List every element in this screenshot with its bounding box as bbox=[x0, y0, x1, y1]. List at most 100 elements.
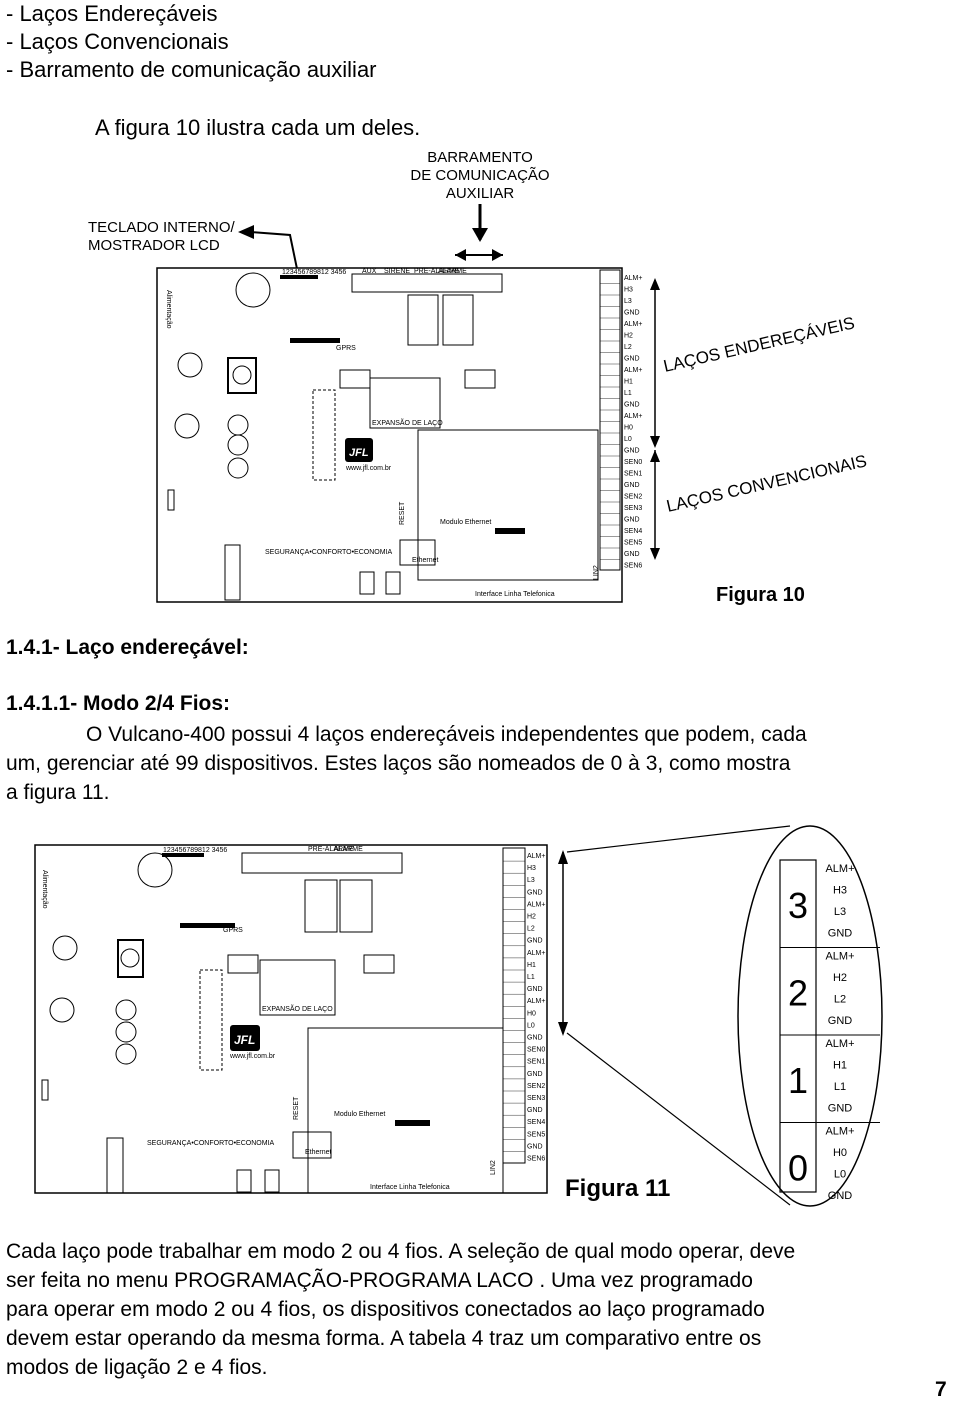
fig11-terminal-label: SEN3 bbox=[527, 1095, 545, 1102]
para1-line2: um, gerenciar até 99 dispositivos. Estes… bbox=[6, 752, 791, 775]
fig11-terminal-label: GND bbox=[527, 1143, 543, 1150]
loop-number: 0 bbox=[788, 1148, 808, 1189]
fig10-terminal-label: SEN3 bbox=[624, 505, 642, 512]
para1-line3: a figura 11. bbox=[6, 781, 110, 804]
fig11-terminal-label: ALM+ bbox=[527, 901, 545, 908]
bullet-conventional: - Laços Convencionais bbox=[6, 29, 229, 54]
fig10-terminal-label: ALM+ bbox=[624, 275, 642, 282]
fig11-terminal-label: ALM+ bbox=[527, 950, 545, 957]
bus-label-1: BARRAMENTO bbox=[427, 149, 533, 166]
svg-text:LIN2: LIN2 bbox=[593, 565, 600, 580]
svg-text:Alimentação: Alimentação bbox=[41, 870, 48, 909]
fig10-terminal-label: GND bbox=[624, 402, 640, 409]
fig11-terminal-label: H2 bbox=[527, 914, 536, 921]
closing-line4: devem estar operando da mesma forma. A t… bbox=[6, 1327, 762, 1350]
fig11-terminal-label: L3 bbox=[527, 877, 535, 884]
fig10-terminal-strip: ALM+H3L3GNDALM+H2L2GNDALM+H1L1GNDALM+H0L… bbox=[600, 275, 642, 570]
fig11-zoom-loops: 3ALM+H3L3GND2ALM+H2L2GND1ALM+H1L1GND0ALM… bbox=[780, 863, 880, 1202]
svg-text:Interface Linha Telefonica: Interface Linha Telefonica bbox=[475, 591, 555, 598]
loop-pin-label: L2 bbox=[834, 994, 846, 1006]
fig11-terminal-label: GND bbox=[527, 938, 543, 945]
svg-text:123456789812 3456: 123456789812 3456 bbox=[282, 269, 346, 276]
fig10-terminal-label: L0 bbox=[624, 436, 632, 443]
closing-line5: modos de ligação 2 e 4 fios. bbox=[6, 1356, 268, 1379]
svg-text:ALARME: ALARME bbox=[438, 268, 467, 275]
closing-line1: Cada laço pode trabalhar em modo 2 ou 4 … bbox=[6, 1240, 796, 1263]
svg-text:Modulo Ethernet: Modulo Ethernet bbox=[440, 519, 491, 526]
svg-text:SIRENE: SIRENE bbox=[384, 268, 410, 275]
fig10-terminal-label: GND bbox=[624, 310, 640, 317]
svg-text:SEGURANÇA•CONFORTO•ECONOMIA: SEGURANÇA•CONFORTO•ECONOMIA bbox=[265, 549, 392, 556]
figure-11: 123456789812 3456 PRE-ALARME ALARME Alim… bbox=[34, 825, 883, 1207]
loop-pin-label: ALM+ bbox=[825, 863, 854, 875]
fig10-terminal-label: GND bbox=[624, 448, 640, 455]
svg-text:Modulo Ethernet: Modulo Ethernet bbox=[334, 1111, 385, 1118]
keyboard-label-1: TECLADO INTERNO/ bbox=[88, 219, 236, 236]
closing-line3: para operar em modo 2 ou 4 fios, os disp… bbox=[6, 1298, 765, 1321]
svg-text:PRE-ALARME: PRE-ALARME bbox=[414, 268, 460, 275]
fig10-terminal-label: GND bbox=[624, 517, 640, 524]
svg-text:RESET: RESET bbox=[293, 1096, 300, 1120]
loop-number: 1 bbox=[788, 1060, 808, 1101]
svg-text:EXPANSÃO DE LAÇO: EXPANSÃO DE LAÇO bbox=[262, 1004, 333, 1013]
svg-text:GPRS: GPRS bbox=[336, 345, 356, 352]
fig10-terminal-label: SEN2 bbox=[624, 494, 642, 501]
bus-label-2: DE COMUNICAÇÃO bbox=[410, 167, 549, 184]
figure-ref: A figura 10 ilustra cada um deles. bbox=[95, 115, 421, 140]
loop-pin-label: GND bbox=[828, 1103, 853, 1115]
figure-10-caption: Figura 10 bbox=[716, 584, 805, 606]
loop-number: 2 bbox=[788, 973, 808, 1014]
svg-text:Alimentação: Alimentação bbox=[165, 290, 172, 329]
heading-mode-2-4: 1.4.1.1- Modo 2/4 Fios: bbox=[6, 692, 231, 715]
fig10-terminal-label: SEN5 bbox=[624, 540, 642, 547]
svg-text:AUX: AUX bbox=[362, 268, 377, 275]
svg-text:www.jfl.com.br: www.jfl.com.br bbox=[345, 465, 392, 472]
loop-pin-label: L0 bbox=[834, 1169, 846, 1181]
bullet-aux-bus: - Barramento de comunicação auxiliar bbox=[6, 57, 377, 82]
fig11-terminal-label: H3 bbox=[527, 865, 536, 872]
closing-line2: ser feita no menu PROGRAMAÇÃO-PROGRAMA L… bbox=[6, 1269, 753, 1292]
svg-text:123456789812 3456: 123456789812 3456 bbox=[163, 847, 227, 854]
loop-pin-label: L3 bbox=[834, 906, 846, 918]
loop-pin-label: ALM+ bbox=[825, 1126, 854, 1138]
fig11-terminal-label: H0 bbox=[527, 1010, 536, 1017]
loop-pin-label: H1 bbox=[833, 1060, 847, 1072]
fig10-terminal-label: L2 bbox=[624, 344, 632, 351]
keyboard-label-2: MOSTRADOR LCD bbox=[88, 237, 220, 254]
bullet-addressable: - Laços Endereçáveis bbox=[6, 1, 218, 26]
fig10-terminal-label: SEN1 bbox=[624, 471, 642, 478]
svg-text:RESET: RESET bbox=[399, 501, 406, 525]
fig10-terminal-label: H0 bbox=[624, 425, 633, 432]
fig11-terminal-label: L2 bbox=[527, 926, 535, 933]
page-number: 7 bbox=[935, 1378, 947, 1401]
loop-pin-label: H3 bbox=[833, 885, 847, 897]
figure-10: BARRAMENTO DE COMUNICAÇÃO AUXILIAR TECLA… bbox=[88, 149, 869, 606]
loop-pin-label: ALM+ bbox=[825, 1038, 854, 1050]
bus-label-3: AUXILIAR bbox=[446, 185, 515, 202]
fig10-terminal-label: GND bbox=[624, 482, 640, 489]
fig11-terminal-label: SEN5 bbox=[527, 1131, 545, 1138]
fig10-terminal-label: L3 bbox=[624, 298, 632, 305]
svg-text:www.jfl.com.br: www.jfl.com.br bbox=[229, 1053, 276, 1060]
svg-text:JFL: JFL bbox=[349, 447, 369, 459]
fig11-terminal-label: GND bbox=[527, 1071, 543, 1078]
fig11-terminal-label: ALM+ bbox=[527, 998, 545, 1005]
loop-pin-label: GND bbox=[828, 928, 853, 940]
fig11-terminal-label: SEN0 bbox=[527, 1047, 545, 1054]
addressable-label: LAÇOS ENDEREÇÁVEIS bbox=[662, 313, 857, 376]
para1-line1: O Vulcano-400 possui 4 laços endereçávei… bbox=[86, 723, 807, 746]
fig10-terminal-label: ALM+ bbox=[624, 321, 642, 328]
fig10-terminal-label: SEN0 bbox=[624, 459, 642, 466]
fig10-terminal-label: L1 bbox=[624, 390, 632, 397]
fig11-terminal-label: GND bbox=[527, 986, 543, 993]
svg-text:JFL: JFL bbox=[234, 1033, 255, 1047]
loop-number: 3 bbox=[788, 885, 808, 926]
fig10-terminal-label: SEN4 bbox=[624, 528, 642, 535]
fig10-terminal-label: H3 bbox=[624, 287, 633, 294]
svg-text:EXPANSÃO DE LAÇO: EXPANSÃO DE LAÇO bbox=[372, 418, 443, 427]
svg-text:LIN2: LIN2 bbox=[490, 1160, 497, 1175]
fig10-terminal-label: GND bbox=[624, 551, 640, 558]
svg-text:Ethernet: Ethernet bbox=[305, 1149, 332, 1156]
loop-pin-label: L1 bbox=[834, 1081, 846, 1093]
fig11-terminal-strip: ALM+H3L3GNDALM+H2L2GNDALM+H1L1GNDALM+H0L… bbox=[503, 853, 545, 1163]
